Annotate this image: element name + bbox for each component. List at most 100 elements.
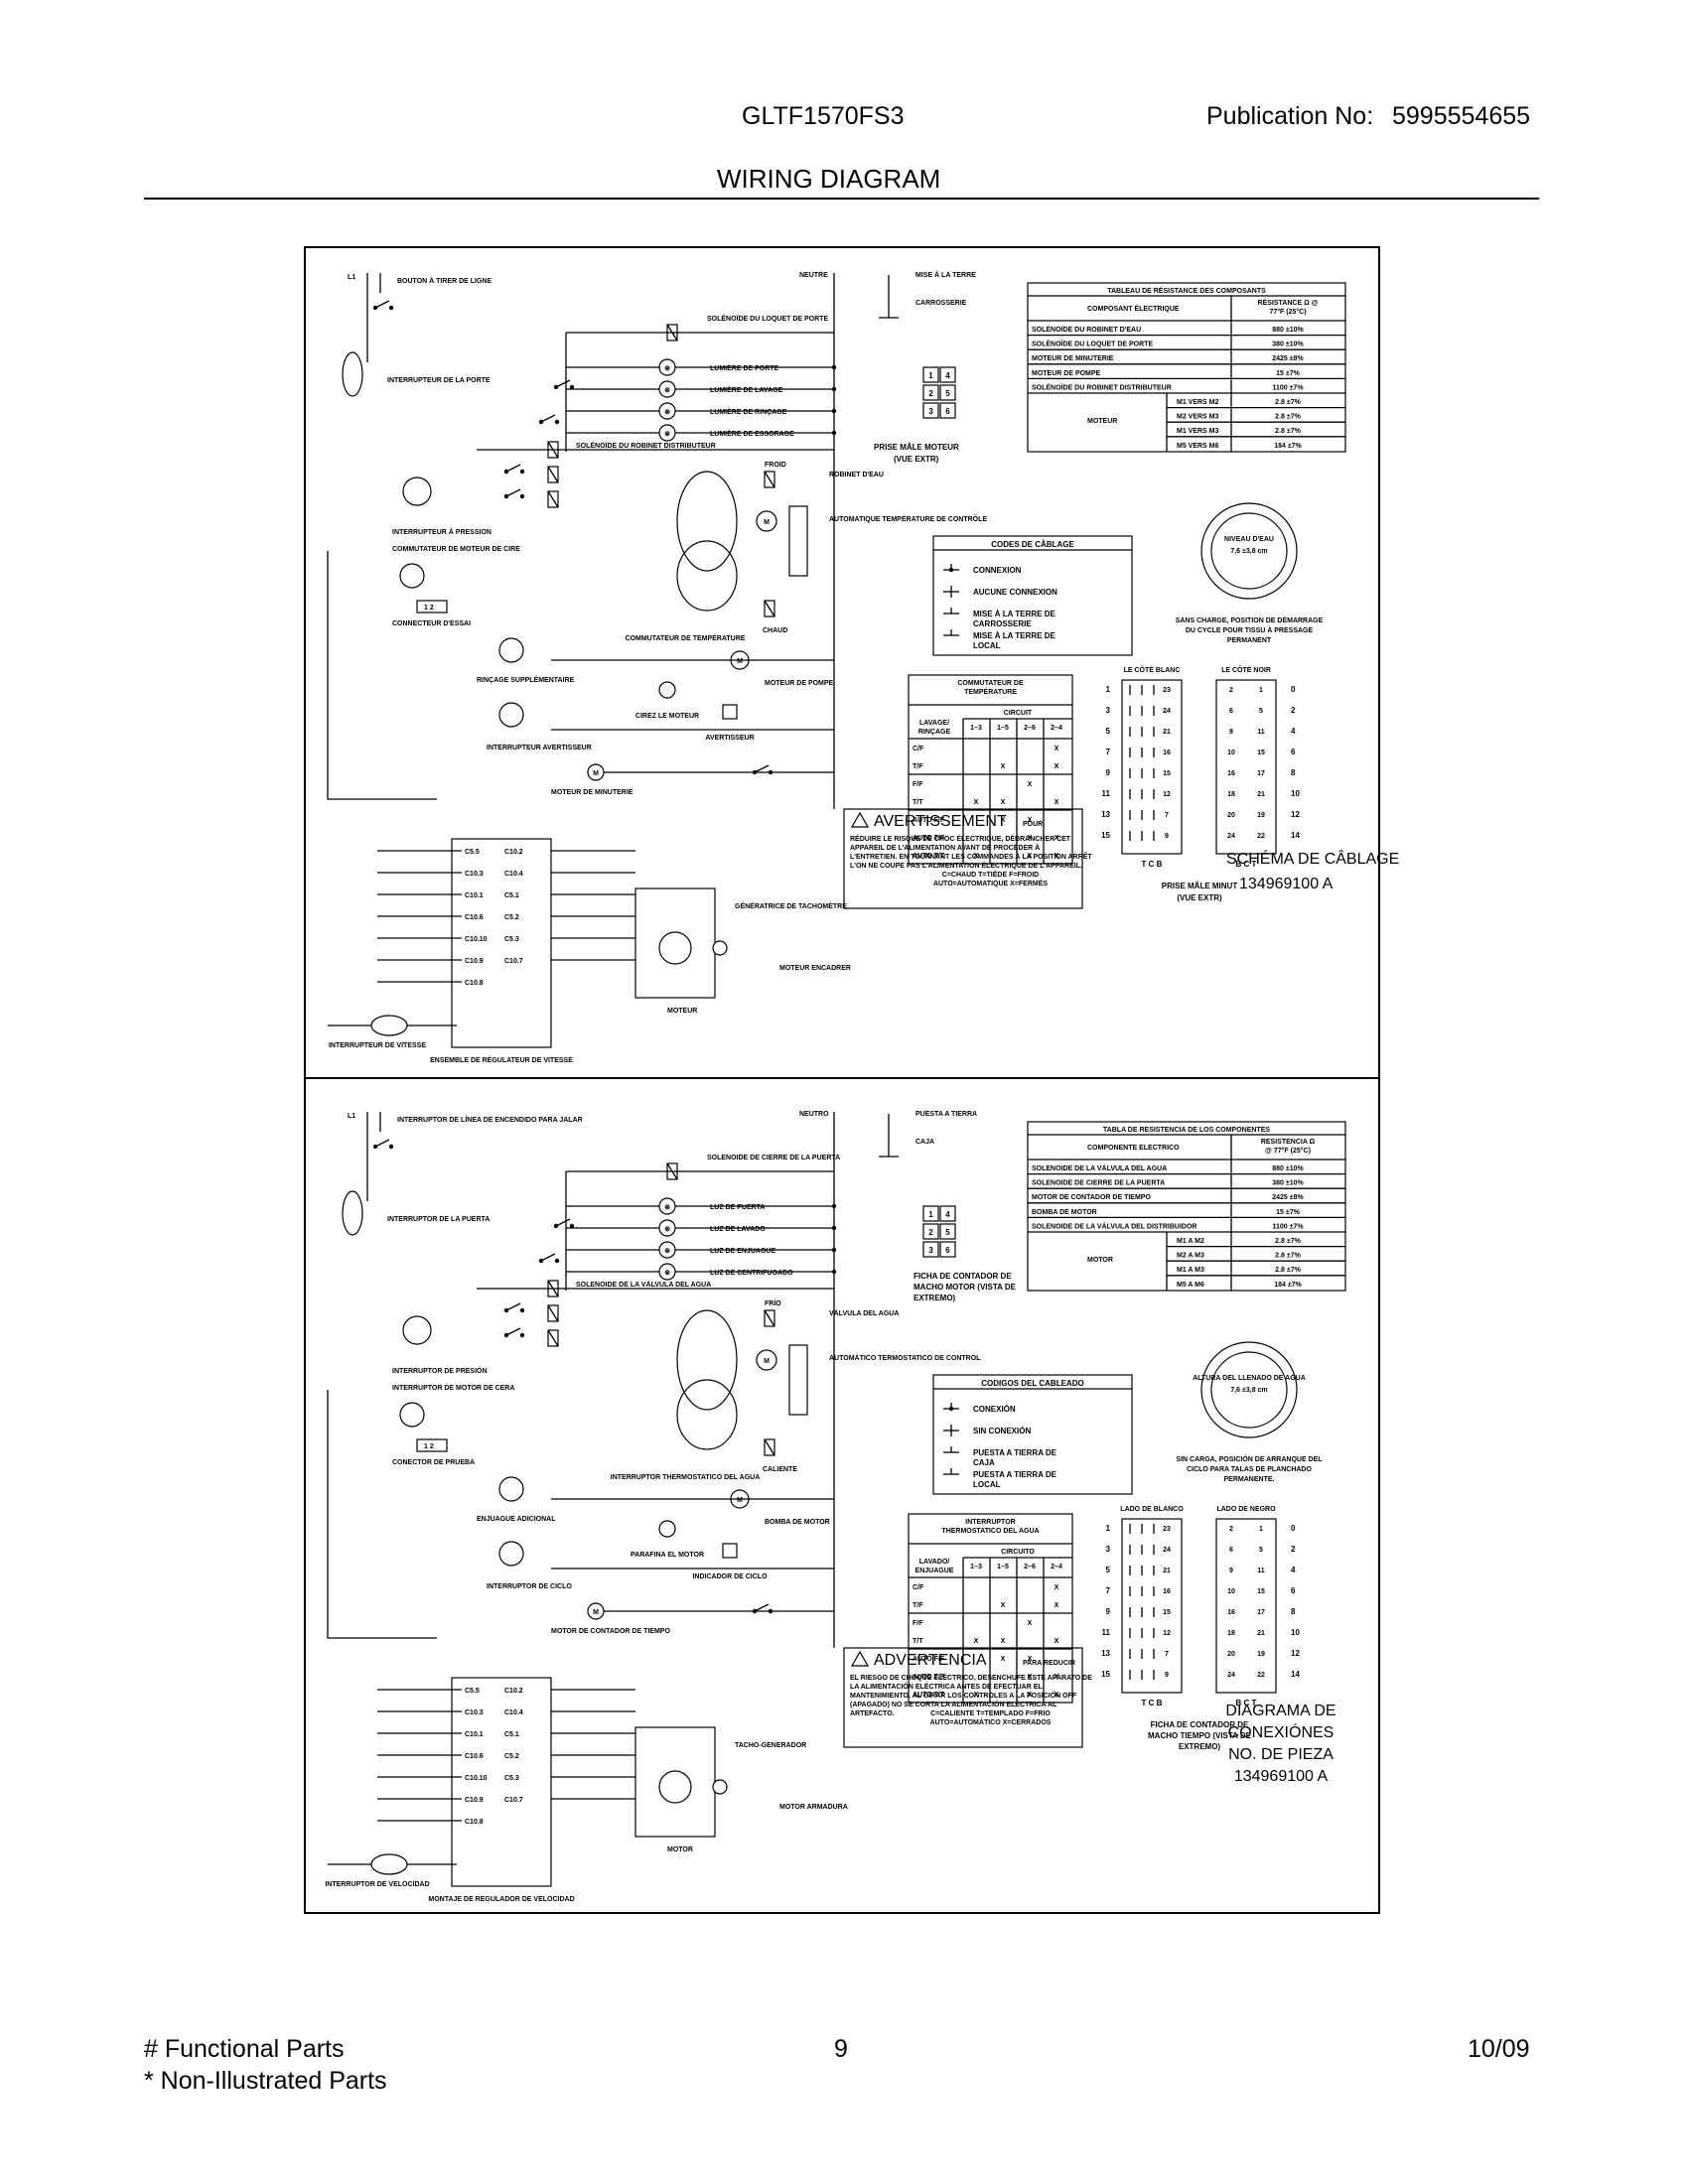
water-level-inner (1210, 1351, 1288, 1429)
timer-plug-black-pin: 2 (1229, 687, 1233, 694)
temperature-table-title: INTERRUPTOR (965, 1519, 1015, 1526)
motor-plug-pin (939, 366, 956, 383)
temperature-cell: X (1055, 799, 1059, 806)
armature-label: MOTEUR ENCADRER (779, 965, 851, 972)
timer-plug-right-number: 6 (1291, 1586, 1296, 1595)
wiring-code-item: CARROSSERIE (973, 619, 1032, 628)
temp-switch-cam (676, 1379, 738, 1450)
diagram-title-es: CONEXIÓNES (1228, 1722, 1335, 1741)
timer-plug-right-number: 6 (1291, 748, 1296, 756)
temperature-legend: AUTO=AUTOMATIQUE X=FERMÉS (933, 879, 1048, 887)
warning-box (843, 1647, 1083, 1748)
temperature-row-label: T/T (913, 1638, 923, 1645)
wiring-codes-title: CODIGOS DEL CABLEADO (981, 1379, 1083, 1388)
timer-plug-white-pin: 7 (1165, 1651, 1169, 1658)
diagram-title-es: NO. DE PIEZA (1228, 1746, 1334, 1763)
terminal-label: C5.5 (465, 1688, 480, 1695)
wax-motor-switch (399, 1402, 425, 1428)
header-rule (144, 198, 1539, 200)
motor-plug-pin (922, 384, 939, 401)
timer-plug-white-pin: 16 (1163, 1588, 1171, 1595)
resistance-value: 184 ±7% (1274, 1282, 1302, 1289)
temperature-cell: X (1028, 1656, 1033, 1663)
hot-valve-coil (764, 600, 775, 617)
timer-plug-black-pin: 22 (1257, 833, 1265, 840)
warning-pour: PARA REDUCIR (1023, 1660, 1075, 1667)
timer-plug-right-number: 10 (1291, 789, 1300, 798)
cold-valve-coil (764, 471, 775, 488)
indicator-lamp-icon (658, 1241, 676, 1259)
timer-plug-black-pin: 22 (1257, 1672, 1265, 1679)
junction-dot (831, 1225, 837, 1231)
terminal-label: C10.4 (504, 1709, 523, 1716)
neutral-label: NEUTRO (799, 1111, 829, 1118)
switch-blade (505, 1302, 521, 1311)
temperature-table-rowhead: ENJUAGUE (915, 1568, 954, 1574)
timer-plug-white-pin: 15 (1163, 770, 1171, 777)
temperature-table-col: 2–6 (1024, 725, 1036, 732)
wiring-code-item: LOCAL (973, 641, 1001, 650)
speed-switch-label: INTERRUPTOR DE VELOCIDAD (325, 1881, 429, 1888)
motor-plug-label: MACHO MOTOR (VISTA DE (914, 1283, 1017, 1292)
schematic-title: SCHÉMA DE CÂBLAGE (1226, 849, 1399, 868)
thermostat-block (788, 1344, 808, 1416)
resistance-value: 2425 ±8% (1272, 1194, 1304, 1201)
extra-rinse-label: RINÇAGE SUPPLÉMENTAIRE (477, 675, 575, 684)
resistance-value: 2.8 ±7% (1275, 399, 1301, 406)
resistance-component: MOTOR DE CONTADOR DE TIEMPO (1032, 1194, 1151, 1201)
lamp-glyph: ⊗ (664, 365, 670, 372)
door-lock-label: SOLENOIDE DE CIERRE DE LA PUERTA (707, 1155, 840, 1161)
motor-plug-pin-number: 5 (945, 389, 950, 398)
timer-plug-black-pin: 6 (1229, 708, 1233, 715)
terminal-label: C10.9 (465, 1797, 484, 1804)
motor-plug-pin-number: 6 (945, 407, 950, 416)
resistance-value: 880 ±10% (1272, 1165, 1304, 1172)
resistance-value: 380 ±10% (1272, 341, 1304, 348)
junction-dot (388, 305, 394, 311)
terminal-label: C10.6 (465, 914, 484, 921)
timer-plug-right-number: 4 (1291, 727, 1296, 736)
temp-switch-cam (676, 540, 738, 612)
coil-slash (547, 1280, 559, 1297)
temperature-table-circuit: CIRCUITO (1001, 1549, 1035, 1556)
timer-plug-black (1215, 679, 1277, 855)
indicator-lamp-icon (658, 424, 676, 442)
timer-plug-black-pin: 16 (1227, 770, 1235, 777)
resistance-value: 15 ±7% (1276, 1209, 1300, 1216)
temperature-table-col: 2–6 (1024, 1564, 1036, 1570)
resistance-table-title: TABLA DE RESISTENCIA DE LOS COMPONENTES (1103, 1127, 1270, 1134)
publication-label: Publication No: (1206, 102, 1374, 130)
timer-plug-caption: MACHO TIEMPO (VISTA DE (1148, 1731, 1252, 1740)
resistance-value: 1100 ±7% (1272, 1223, 1304, 1230)
motor-glyph: M (737, 658, 743, 665)
temperature-cell: X (1001, 817, 1006, 824)
junction-dot (831, 1269, 837, 1275)
junction-dot (831, 364, 837, 370)
signal-switch (498, 1541, 524, 1567)
temperature-row-label: T/T (913, 799, 923, 806)
resistance-table-col: COMPOSANT ÉLECTRIQUE (1087, 304, 1180, 313)
junction-dot (503, 493, 509, 499)
temperature-cell: X (1055, 1638, 1059, 1645)
wiring-code-item: CONNEXION (973, 566, 1022, 575)
drive-motor-icon (658, 1770, 692, 1804)
pressure-switch (402, 477, 432, 506)
extra-rinse-label: ENJUAGUE ADICIONAL (477, 1516, 556, 1523)
motor-plug-pin-number: 3 (928, 407, 933, 416)
junction-dot (554, 1258, 560, 1264)
door-lock-coil (666, 1162, 678, 1180)
warning-title: ADVERTENCIA (874, 1652, 987, 1669)
terminal-label: C10.10 (465, 936, 488, 943)
resistance-table (1027, 1121, 1346, 1292)
resistance-value: 2.8 ±7% (1275, 428, 1301, 435)
temperature-cell: X (1001, 1602, 1006, 1609)
warning-text: RÉDUIRE LE RISQUE DE CHOC ÉLECTRIQUE, DÉ… (850, 834, 1071, 843)
timer-plug-white-pin: 21 (1163, 1568, 1171, 1574)
resistance-pair: M1 A M3 (1177, 1267, 1204, 1274)
terminal-label: C10.3 (465, 1709, 484, 1716)
motor-plug-pin-number: 4 (945, 371, 950, 380)
indicator-lamp-icon (658, 1219, 676, 1237)
temperature-cell: X (974, 1638, 979, 1645)
model-number: GLTF1570FS3 (742, 102, 905, 130)
warning-text: LA ALIMENTACIÓN ELÉCTRICA ANTES DE EFECT… (850, 1682, 1043, 1691)
